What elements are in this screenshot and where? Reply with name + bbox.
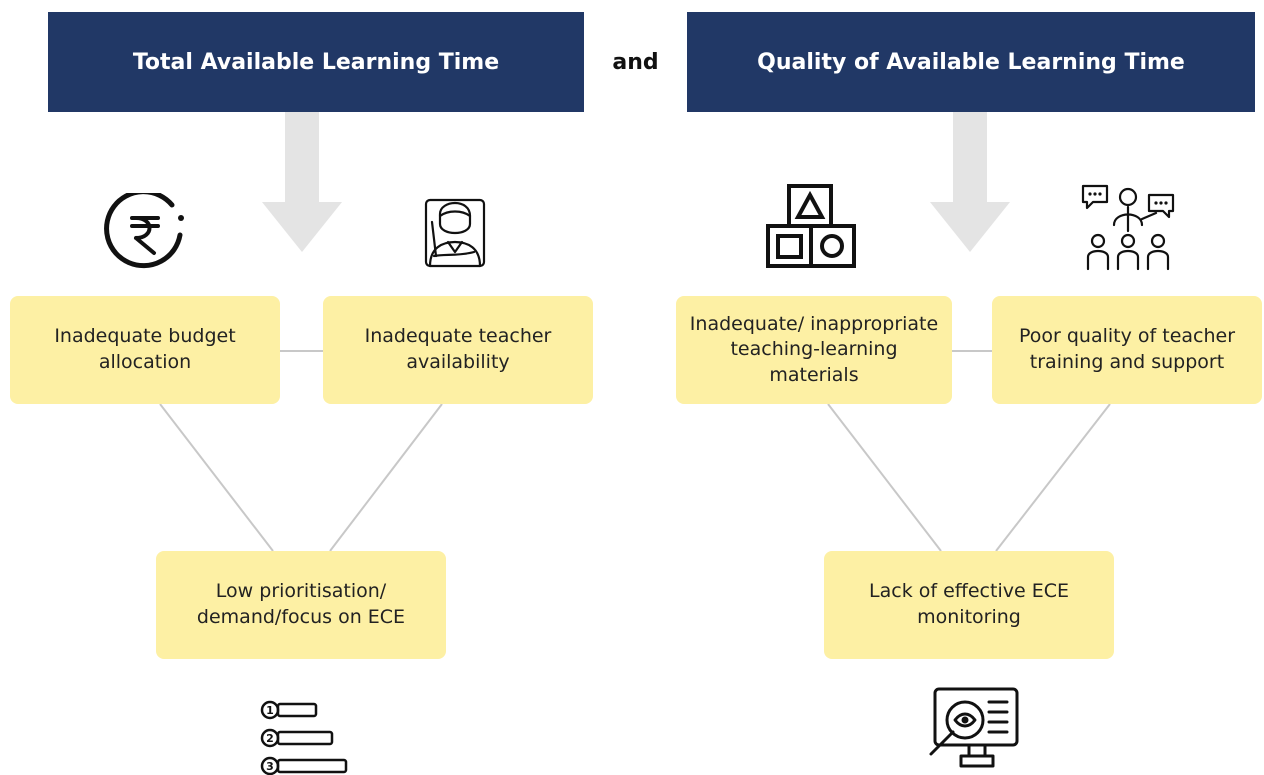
svg-text:2: 2 [266,732,274,745]
box-inadequate-budget: Inadequate budget allocation [10,296,280,404]
box-label: Inadequate teacher availability [364,325,552,373]
teacher-icon [424,198,486,268]
numbered-list-icon: 1 2 3 [260,700,348,775]
header-total-learning-time: Total Available Learning Time [48,12,584,112]
classroom-training-icon [1081,184,1175,271]
down-arrow-icon [930,112,1010,252]
header-quality-learning-time: Quality of Available Learning Time [687,12,1255,112]
box-ece-monitoring: Lack of effective ECE monitoring [824,551,1114,659]
box-teacher-availability: Inadequate teacher availability [323,296,593,404]
rupee-icon [104,193,184,269]
box-label: Poor quality of teacher training and sup… [1018,325,1236,373]
box-label: Inadequate/ inappropriate teaching-learn… [689,312,939,386]
line-teacher-priority [329,403,443,552]
box-teacher-training: Poor quality of teacher training and sup… [992,296,1262,404]
line-materials-monitoring [827,403,942,552]
svg-text:3: 3 [266,760,274,773]
box-label: Inadequate budget allocation [54,325,236,373]
monitor-magnifier-icon [929,687,1019,768]
svg-text:1: 1 [266,704,274,717]
box-low-prioritisation: Low prioritisation/ demand/focus on ECE [156,551,446,659]
connector-and: and [612,49,659,75]
box-label: Low prioritisation/ demand/focus on ECE [196,580,406,628]
down-arrow-icon [262,112,342,252]
box-teaching-materials: Inadequate/ inappropriate teaching-learn… [676,296,952,404]
shape-blocks-icon [766,184,856,268]
line-training-monitoring [995,403,1111,552]
line-budget-priority [159,403,274,552]
box-label: Lack of effective ECE monitoring [869,580,1069,628]
